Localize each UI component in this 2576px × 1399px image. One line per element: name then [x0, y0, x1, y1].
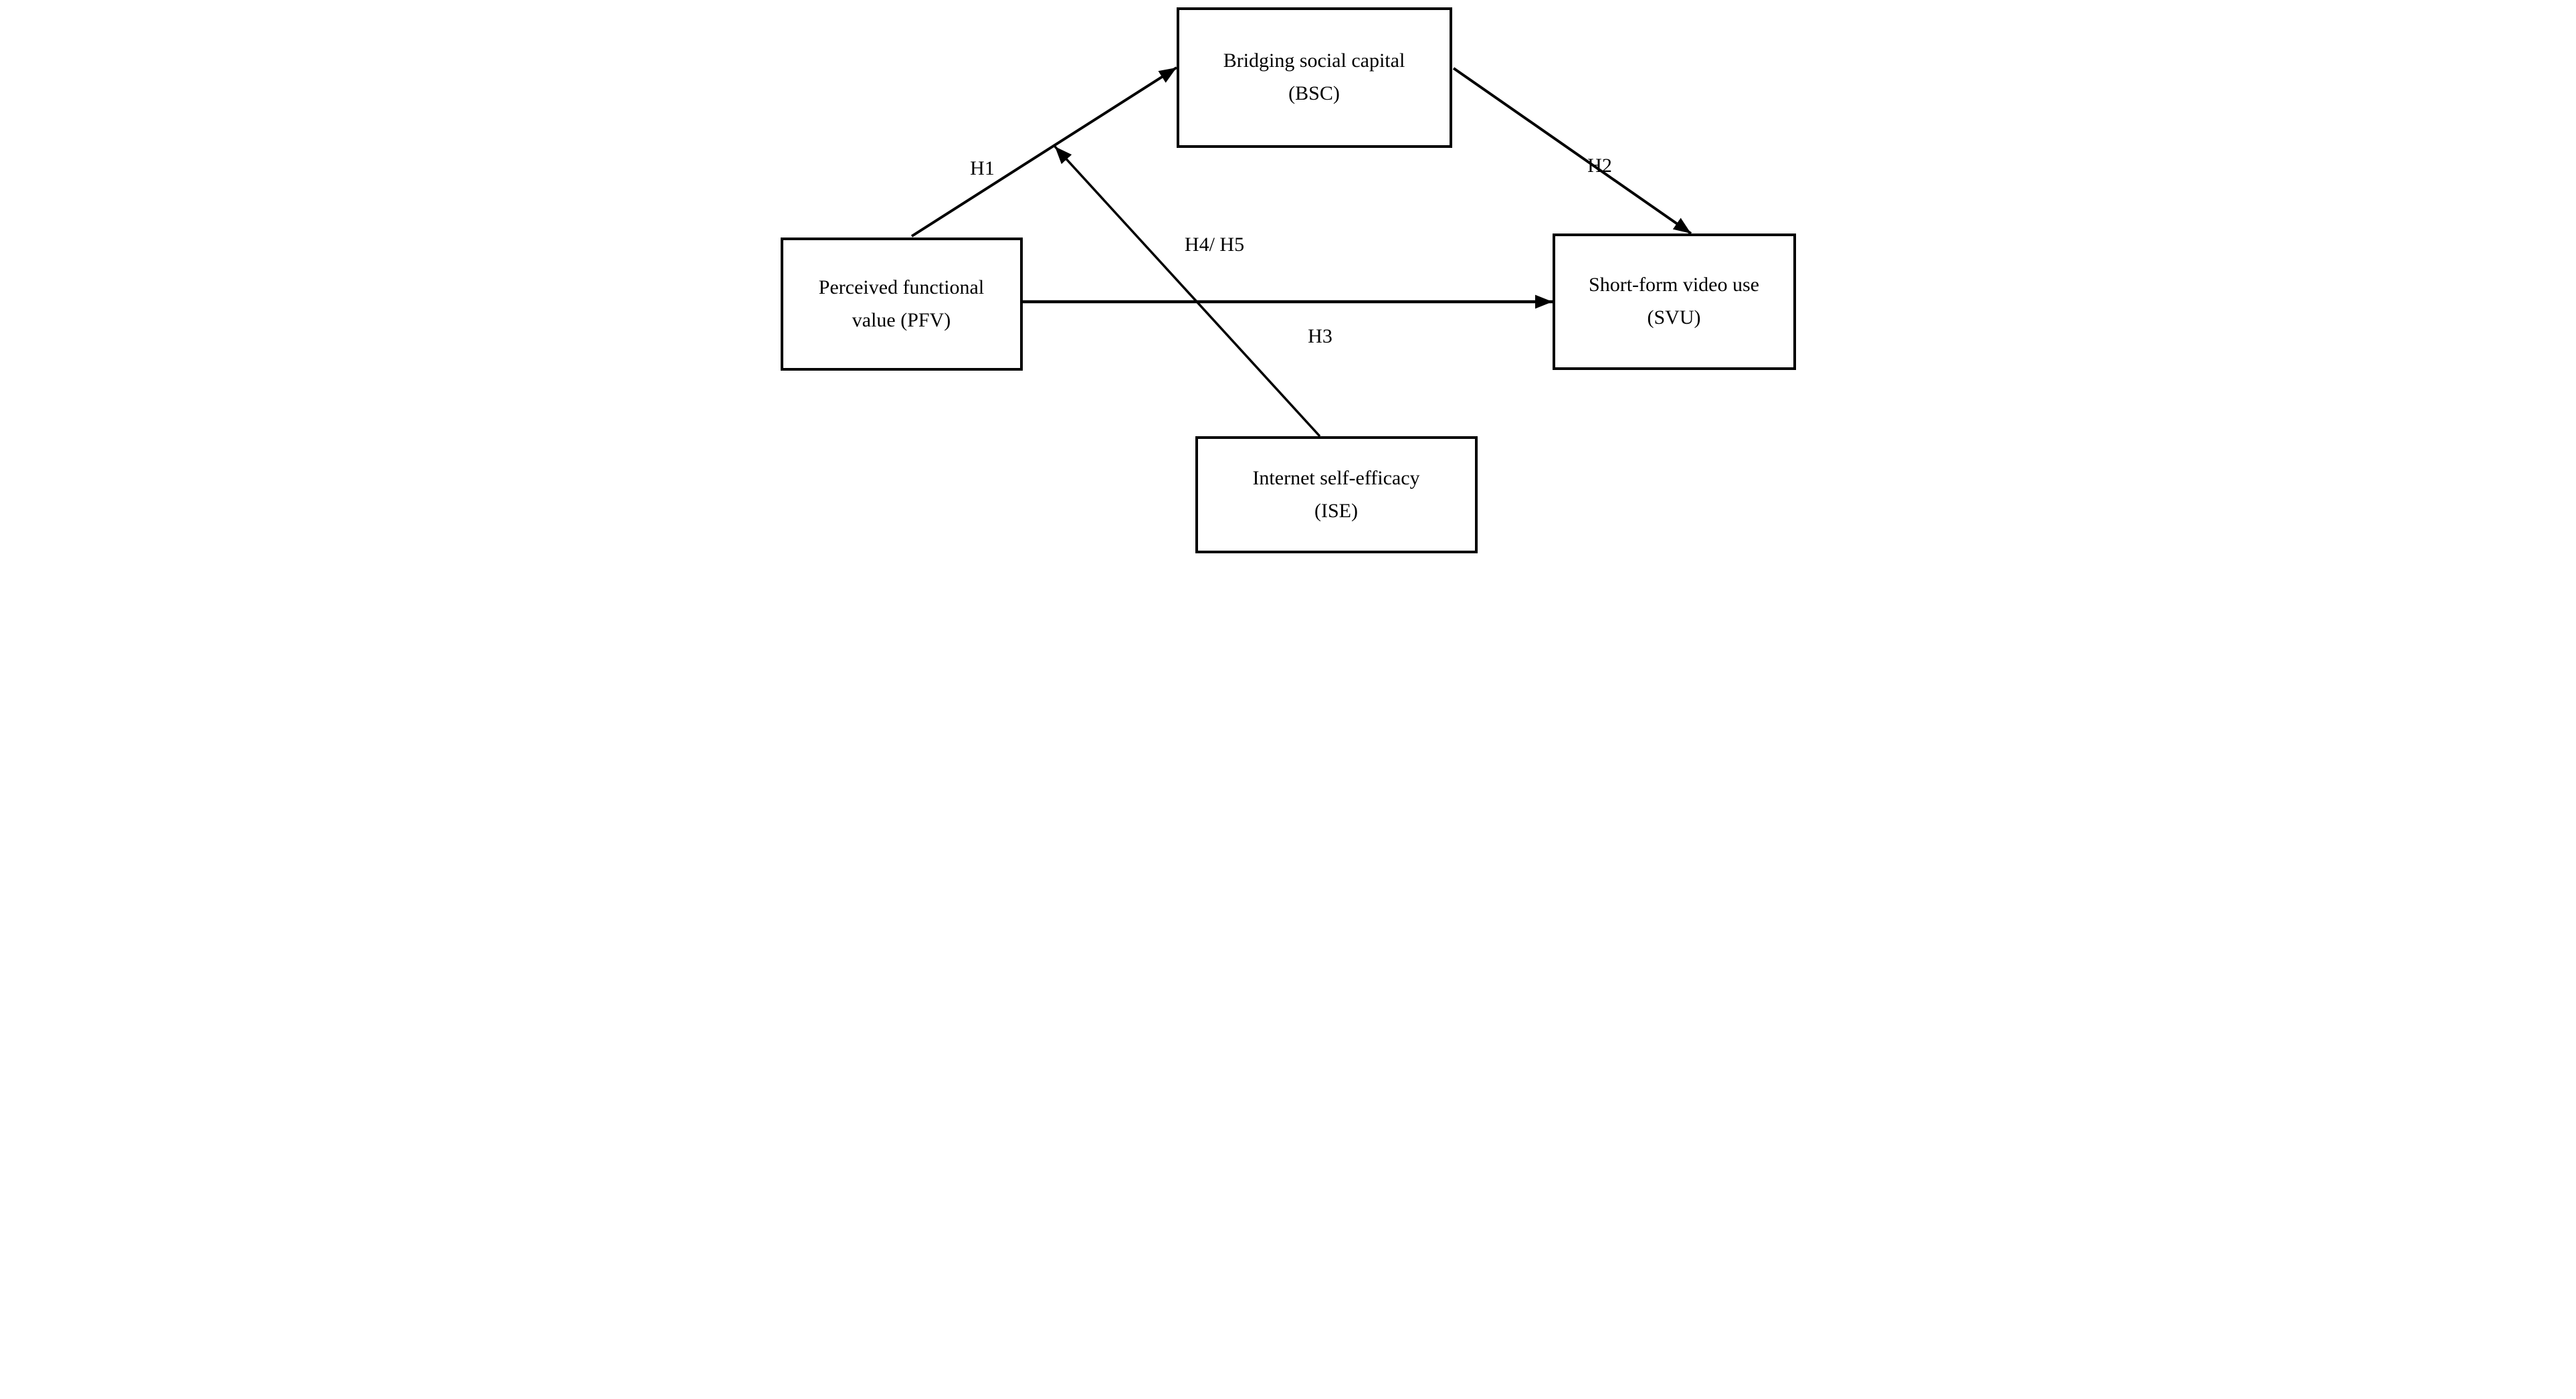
h4h5-label: H4/ H5 [1184, 234, 1245, 256]
h2-label: H2 [1587, 155, 1612, 177]
h1-arrow [910, 66, 1177, 238]
h3-label: H3 [1308, 325, 1332, 347]
h4h5-arrow [1054, 145, 1320, 438]
arrow-layer [910, 66, 1692, 438]
node-bridging-social-capital: Bridging social capital (BSC) [1176, 7, 1452, 148]
node-svu-label: Short-form video use [1589, 274, 1759, 296]
node-ise-abbr: (ISE) [1314, 499, 1358, 522]
node-svu-abbr: (SVU) [1647, 306, 1701, 329]
h1-label: H1 [970, 157, 995, 179]
node-internet-self-efficacy: Internet self-efficacy (ISE) [1195, 436, 1478, 553]
node-pfv-abbr: value (PFV) [852, 308, 951, 331]
node-pfv-label: Perceived functional [818, 276, 985, 298]
node-bsc-abbr: (BSC) [1288, 82, 1340, 104]
node-ise-label: Internet self-efficacy [1252, 466, 1420, 489]
node-perceived-functional-value: Perceived functional value (PFV) [780, 238, 1023, 371]
node-short-form-video-use: Short-form video use (SVU) [1552, 234, 1796, 370]
model-figure: Bridging social capital (BSC) Perceived … [773, 0, 1803, 559]
h2-arrow [1452, 67, 1692, 235]
node-bsc-label: Bridging social capital [1223, 50, 1405, 72]
